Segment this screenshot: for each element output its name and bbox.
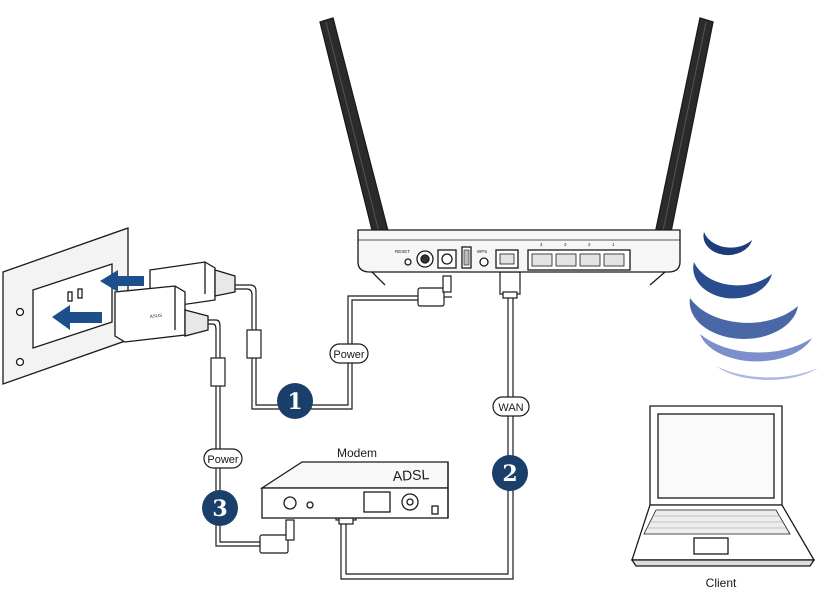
router-reset-label: RESET — [395, 249, 410, 254]
client-label: Client — [706, 576, 737, 590]
svg-text:1: 1 — [287, 389, 302, 415]
router-lan-port-1-label: 1 — [612, 242, 615, 247]
wall-socket — [2, 227, 129, 385]
wifi-signal-icon — [689, 232, 818, 380]
modem — [259, 461, 449, 519]
ferrite-bead-3 — [210, 357, 226, 387]
modem-brand: ADSL — [392, 466, 430, 484]
cable-1-power-label: Power — [329, 343, 369, 364]
dc-plug-modem — [259, 519, 295, 554]
router-lan-port-2-label: 2 — [588, 242, 591, 247]
plug-in-arrow-top — [100, 270, 144, 292]
laptop-keyboard-rows — [648, 515, 786, 529]
power-adapter-modem — [114, 285, 209, 343]
router-wps-label: WPS — [477, 249, 487, 254]
router — [319, 17, 714, 286]
modem-label: Modem — [337, 446, 377, 460]
svg-text:2: 2 — [502, 461, 517, 487]
svg-text:Power: Power — [207, 454, 239, 466]
dc-plug-router — [417, 275, 452, 307]
step-badge-2: 2 — [492, 455, 528, 491]
svg-text:WAN: WAN — [498, 402, 523, 414]
router-lan-port-4-label: 4 — [540, 242, 543, 247]
router-antenna-left — [319, 17, 396, 263]
cable-2-wan-label: WAN — [492, 396, 530, 417]
svg-text:3: 3 — [212, 496, 227, 522]
router-lan-port-3-label: 3 — [564, 242, 567, 247]
cable-3-power-label: Power — [203, 448, 243, 469]
step-badge-1: 1 — [277, 383, 313, 419]
plug-in-arrow-bottom — [52, 305, 102, 330]
rj45-plug-router — [499, 271, 521, 299]
adapter-brand: ASUS — [150, 313, 163, 319]
step-badge-3: 3 — [202, 490, 238, 526]
cables — [208, 284, 514, 580]
ferrite-bead-1 — [246, 329, 262, 359]
laptop-client — [630, 405, 816, 567]
svg-text:Power: Power — [333, 349, 365, 361]
